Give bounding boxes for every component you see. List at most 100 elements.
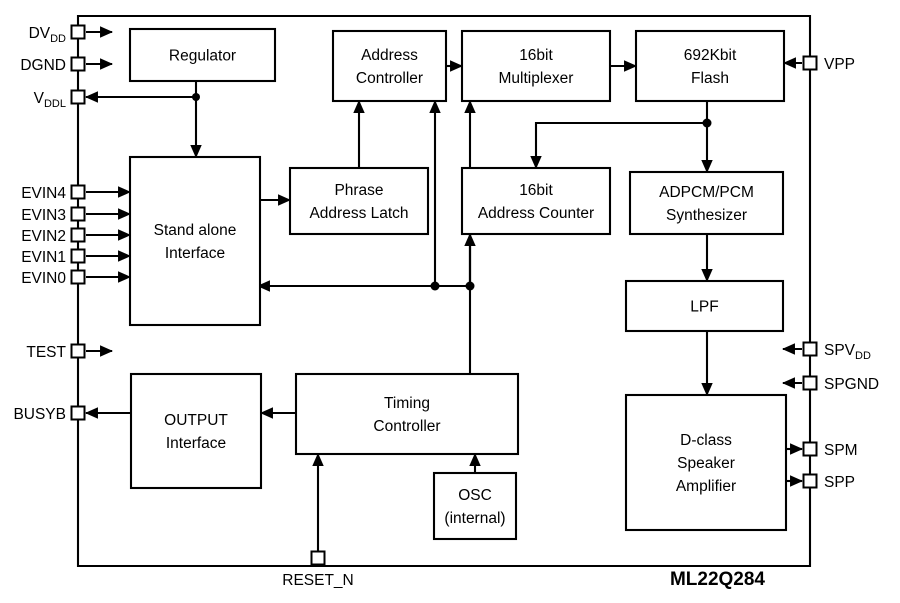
pin-box-vddl[interactable]: [70, 89, 86, 105]
block-label-address-counter: Address Counter: [478, 205, 594, 222]
part-number-label: ML22Q284: [670, 569, 765, 590]
pin-label-evin3: EVIN3: [21, 207, 66, 224]
pin-label-evin2: EVIN2: [21, 228, 66, 245]
block-label-regulator: Regulator: [169, 48, 236, 65]
block-label-multiplexer: Multiplexer: [499, 70, 574, 87]
pin-dvdd[interactable]: DVDD: [29, 24, 86, 45]
block-label-output-interface: OUTPUT: [164, 412, 228, 429]
pin-spm[interactable]: SPM: [802, 441, 858, 459]
block-label-phrase-latch: Address Latch: [309, 205, 408, 222]
pin-label-dgnd: DGND: [20, 57, 66, 74]
block-label-osc: OSC: [458, 487, 492, 504]
pin-busyb[interactable]: BUSYB: [13, 405, 86, 423]
pin-label-evin4: EVIN4: [21, 185, 66, 202]
pin-box-evin4[interactable]: [70, 184, 86, 200]
pin-label-evin0: EVIN0: [21, 270, 66, 287]
block-label-adpcm-synth: ADPCM/PCM: [659, 184, 754, 201]
block-label-output-interface: Interface: [166, 435, 226, 452]
junction-dot-regulator: [192, 93, 200, 101]
pin-label-spvdd: SPVDD: [824, 342, 871, 362]
pin-box-evin3[interactable]: [70, 206, 86, 222]
pins-layer: DVDD DGND VDDL EVIN4EVIN3EVIN2EVIN1EVIN0TES…: [13, 24, 880, 590]
block-rect-timing-controller: [294, 372, 520, 456]
pin-label-evin1: EVIN1: [21, 249, 66, 266]
pin-test[interactable]: TEST: [26, 343, 86, 361]
pin-box-spvdd[interactable]: [802, 341, 818, 357]
block-label-stand-alone: Interface: [165, 245, 225, 262]
block-label-address-counter: 16bit: [519, 182, 553, 199]
block-adpcm-synth: ADPCM/PCM Synthesizer: [628, 170, 785, 236]
block-rect-address-controller: [331, 29, 448, 103]
pin-label-spm: SPM: [824, 442, 858, 459]
pin-evin0[interactable]: EVIN0: [21, 269, 86, 287]
pin-box-test[interactable]: [70, 343, 86, 359]
block-label-timing-controller: Timing: [384, 395, 430, 412]
pin-label-vpp: VPP: [824, 56, 855, 73]
pin-label-test: TEST: [26, 344, 66, 361]
block-label-address-controller: Controller: [356, 70, 423, 87]
block-label-address-controller: Address: [361, 47, 418, 64]
junction-dot-flash-output: [702, 118, 712, 128]
pin-box-evin1[interactable]: [70, 248, 86, 264]
pin-vpp[interactable]: VPP: [802, 55, 856, 73]
pin-label-dvdd: DVDD: [29, 25, 66, 45]
block-regulator: Regulator: [128, 27, 277, 83]
block-label-adpcm-synth: Synthesizer: [666, 207, 747, 224]
pin-box-dgnd[interactable]: [70, 56, 86, 72]
block-label-speaker-amp: D-class: [680, 432, 732, 449]
pin-label-vddl: VDDL: [34, 90, 66, 110]
chip-boundary: [76, 14, 812, 568]
block-osc: OSC (internal): [432, 471, 518, 541]
pin-box-spm[interactable]: [802, 441, 818, 457]
pin-evin4[interactable]: EVIN4: [21, 184, 86, 202]
junction-dot-bus-a: [430, 281, 440, 291]
pin-vddl[interactable]: VDDL: [34, 89, 86, 110]
block-label-timing-controller: Controller: [373, 418, 440, 435]
pin-box-evin0[interactable]: [70, 269, 86, 285]
block-rect-address-counter: [460, 166, 612, 236]
pin-box-busyb[interactable]: [70, 405, 86, 421]
pin-evin1[interactable]: EVIN1: [21, 248, 86, 266]
block-rect-phrase-latch: [288, 166, 430, 236]
block-label-osc: (internal): [444, 510, 505, 527]
pin-label-busyb: BUSYB: [13, 406, 66, 423]
pin-label-reset-n: RESET_N: [282, 572, 354, 589]
block-label-flash: Flash: [691, 70, 729, 87]
pin-label-spgnd: SPGND: [824, 376, 879, 393]
block-rect-flash: [634, 29, 786, 103]
pin-evin3[interactable]: EVIN3: [21, 206, 86, 224]
pin-dgnd[interactable]: DGND: [20, 56, 86, 74]
pin-reset-n[interactable]: RESET_N: [282, 550, 354, 590]
pin-box-reset-n[interactable]: [310, 550, 326, 566]
block-rect-output-interface: [129, 372, 263, 490]
block-rect-regulator: [128, 27, 277, 83]
pin-subscript-spvdd: DD: [855, 350, 871, 362]
block-rect-stand-alone: [128, 155, 262, 327]
pin-spgnd[interactable]: SPGND: [802, 375, 880, 393]
block-label-stand-alone: Stand alone: [154, 222, 237, 239]
pin-spp[interactable]: SPP: [802, 473, 856, 491]
block-lpf: LPF: [624, 279, 785, 333]
pin-box-dvdd[interactable]: [70, 24, 86, 40]
pin-box-evin2[interactable]: [70, 227, 86, 243]
block-label-phrase-latch: Phrase: [334, 182, 383, 199]
block-label-flash: 692Kbit: [684, 47, 737, 64]
block-output-interface: OUTPUT Interface: [129, 372, 263, 490]
pin-box-spp[interactable]: [802, 473, 818, 489]
pin-box-vpp[interactable]: [802, 55, 818, 71]
block-rect-multiplexer: [460, 29, 612, 103]
pin-spvdd[interactable]: SPVDD: [802, 341, 871, 362]
wire-flash-to-address-counter: [530, 121, 707, 170]
pin-box-spgnd[interactable]: [802, 375, 818, 391]
block-label-speaker-amp: Amplifier: [676, 478, 736, 495]
block-rect-speaker-amp: [624, 393, 788, 532]
pin-evin2[interactable]: EVIN2: [21, 227, 86, 245]
